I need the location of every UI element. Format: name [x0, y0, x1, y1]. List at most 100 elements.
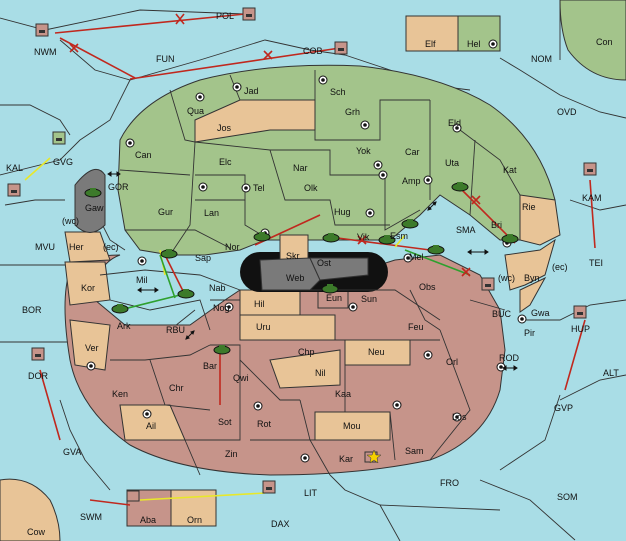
- region-cow[interactable]: [0, 478, 61, 541]
- label-yok: Yok: [356, 146, 371, 156]
- label-elf: Elf: [425, 39, 436, 49]
- region-ver[interactable]: [69, 319, 111, 371]
- label-jad: Jad: [244, 86, 259, 96]
- label-mvu: MVU: [35, 242, 55, 252]
- label-sch: Sch: [330, 87, 346, 97]
- label-wc-east: (wc): [498, 273, 515, 283]
- region-con[interactable]: [559, 0, 626, 81]
- supply-centers: [86, 39, 527, 463]
- fleet-icon: [573, 305, 587, 319]
- label-web: Web: [286, 273, 304, 283]
- label-kam: KAM: [582, 193, 602, 203]
- region-web[interactable]: [259, 257, 321, 291]
- supply-center-icon: [488, 39, 498, 49]
- army-icon: [111, 304, 129, 314]
- double-arrow-icon: [427, 201, 437, 211]
- label-nab: Nab: [209, 283, 226, 293]
- label-ver: Ver: [85, 343, 99, 353]
- label-kar: Kar: [339, 454, 353, 464]
- map-labels: POL NWM FUN COB NOM Con OVD KAL GVG GOR …: [6, 11, 619, 537]
- label-pol: POL: [216, 11, 234, 21]
- region-ost[interactable]: [309, 257, 369, 281]
- label-orn: Orn: [187, 515, 202, 525]
- label-gvg: GVG: [53, 157, 73, 167]
- army-icon: [501, 234, 519, 244]
- army-icon: [322, 233, 340, 243]
- label-ark: Ark: [117, 321, 131, 331]
- label-buc: BUC: [492, 309, 512, 319]
- double-arrow-icon: [185, 330, 195, 340]
- army-icon: [378, 235, 396, 245]
- label-qwi: Qwi: [233, 373, 249, 383]
- label-uru: Uru: [256, 322, 271, 332]
- label-kaa: Kaa: [335, 389, 351, 399]
- label-pir: Pir: [524, 328, 535, 338]
- fleet-icon: [52, 131, 66, 145]
- supply-center-icon: [517, 314, 527, 324]
- label-nwm: NWM: [34, 47, 57, 57]
- supply-center-icon: [318, 75, 328, 85]
- fleet-icon: [31, 347, 45, 361]
- region-byn[interactable]: [504, 238, 556, 291]
- region-skr[interactable]: [279, 234, 309, 261]
- label-chp: Chp: [298, 347, 315, 357]
- region-elf[interactable]: [405, 15, 459, 52]
- army-icon: [253, 232, 271, 242]
- supply-center-icon: [423, 175, 433, 185]
- supply-center-icon: [253, 401, 263, 411]
- label-ec-west: (ec): [103, 242, 119, 252]
- label-grh: Grh: [345, 107, 360, 117]
- label-hug: Hug: [334, 207, 351, 217]
- star-icon: [366, 449, 382, 464]
- region-hil[interactable]: [239, 289, 301, 316]
- supply-center-icon: [241, 183, 251, 193]
- supply-center-icon: [378, 170, 388, 180]
- label-eun: Eun: [326, 293, 342, 303]
- region-gaw[interactable]: [74, 168, 106, 233]
- label-hup: HUP: [571, 324, 590, 334]
- region-rie[interactable]: [519, 194, 561, 246]
- label-gwa: Gwa: [531, 308, 550, 318]
- supply-center-icon: [137, 256, 147, 266]
- supply-center-icon: [142, 409, 152, 419]
- failed-marks: [69, 13, 481, 277]
- army-icon: [177, 289, 195, 299]
- label-ovd: OVD: [557, 107, 577, 117]
- double-arrow-icon: [502, 365, 518, 371]
- label-can: Can: [135, 150, 152, 160]
- label-amp: Amp: [402, 176, 421, 186]
- label-her: Her: [69, 242, 84, 252]
- label-nog: Nog: [213, 303, 230, 313]
- army-icon: [213, 345, 231, 355]
- label-mil: Mil: [136, 275, 148, 285]
- army-icon: [427, 245, 445, 255]
- label-vik: Vik: [357, 232, 370, 242]
- label-bar: Bar: [203, 361, 217, 371]
- label-rie: Rie: [522, 202, 536, 212]
- label-rot: Rot: [257, 419, 272, 429]
- label-cob: COB: [303, 46, 323, 56]
- fleet-icon: [583, 162, 597, 176]
- label-aba: Aba: [140, 515, 156, 525]
- label-byn: Byn: [524, 273, 540, 283]
- label-sam: Sam: [405, 446, 424, 456]
- supply-center-icon: [195, 92, 205, 102]
- label-los: Los: [452, 412, 467, 422]
- supply-center-icon: [125, 138, 135, 148]
- supply-center-icon: [423, 350, 433, 360]
- fleets: [7, 7, 597, 502]
- label-mel: Mel: [409, 252, 424, 262]
- label-dor: DOR: [28, 371, 49, 381]
- double-arrow-icon: [467, 249, 489, 255]
- region-mou[interactable]: [314, 411, 391, 441]
- label-alt: ALT: [603, 368, 619, 378]
- label-mou: Mou: [343, 421, 361, 431]
- label-wc-west: (wc): [62, 216, 79, 226]
- supply-center-icon: [198, 182, 208, 192]
- region-gwa[interactable]: [519, 276, 547, 313]
- region-nil[interactable]: [269, 349, 341, 389]
- supply-center-icon: [392, 400, 402, 410]
- label-sun: Sun: [361, 294, 377, 304]
- region-uru[interactable]: [239, 314, 336, 341]
